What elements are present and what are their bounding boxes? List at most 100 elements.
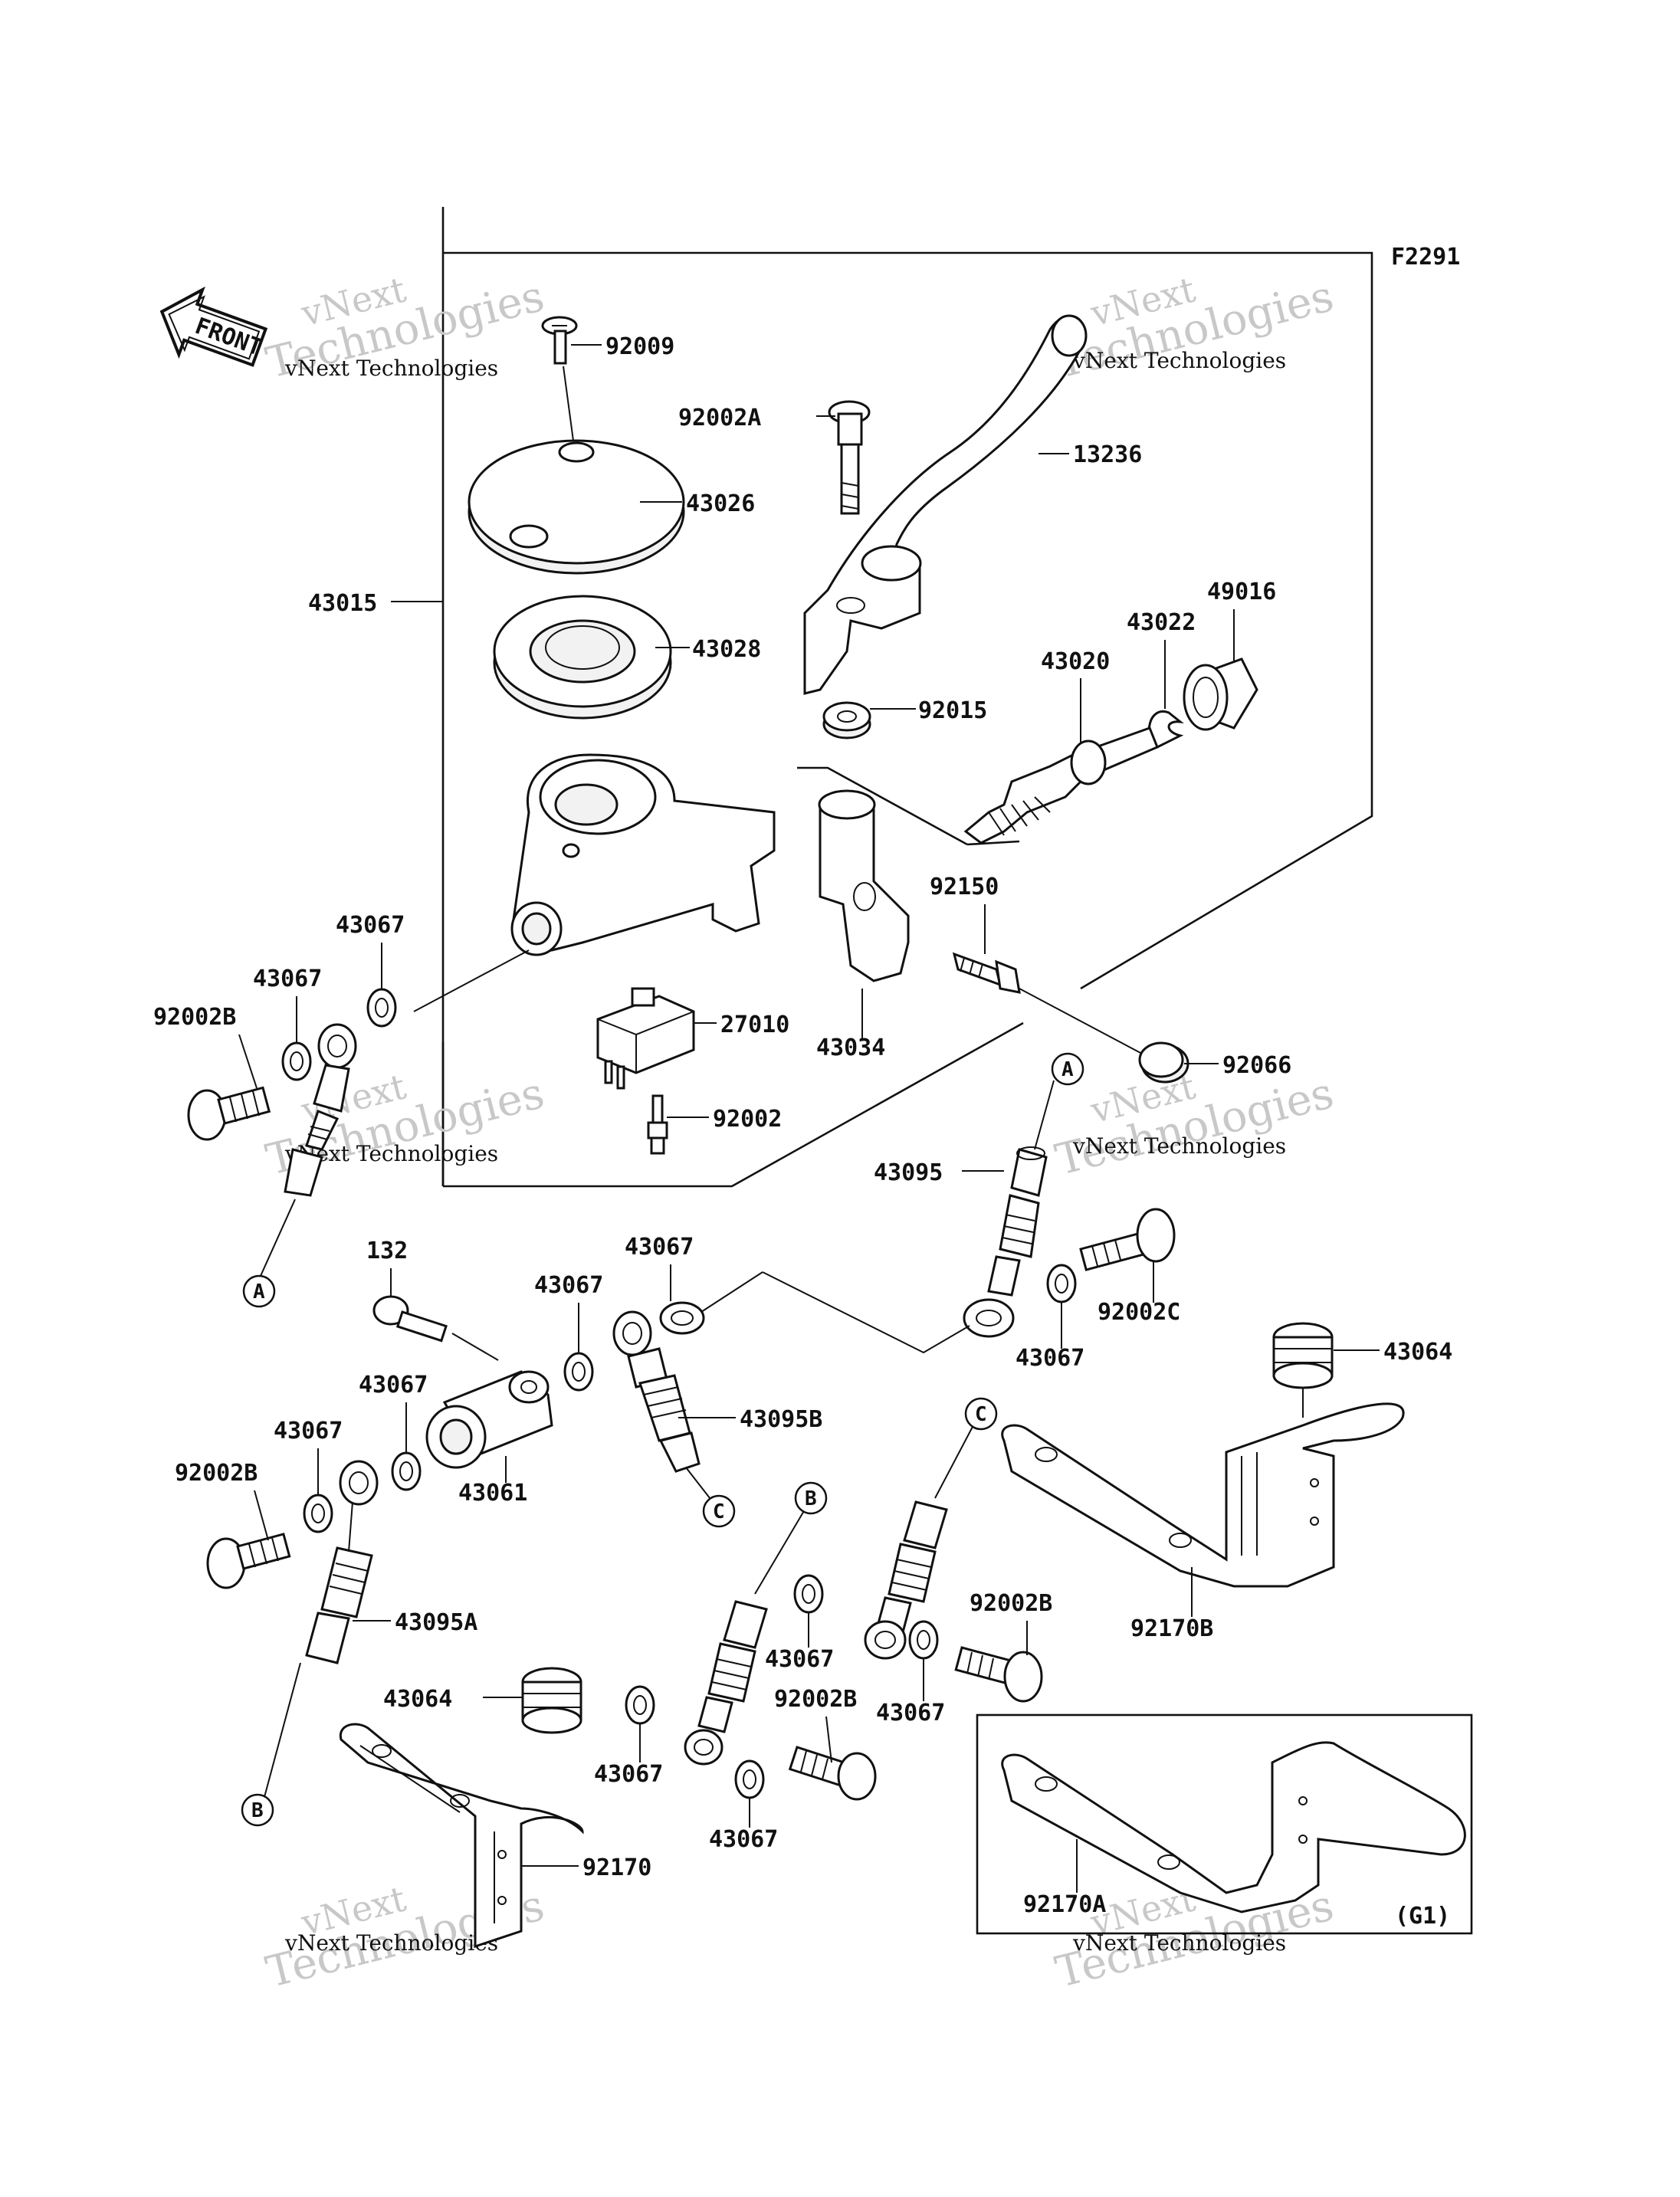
diaphragm-43028 [493, 595, 672, 720]
label-43015: 43015 [308, 590, 377, 617]
label-43067-k: 43067 [876, 1700, 945, 1726]
label-92170A: 92170A [1023, 1891, 1106, 1918]
bracket-92170B [1001, 1402, 1405, 1588]
washer-43067-right [1046, 1264, 1077, 1303]
hose-upper-left [260, 1023, 357, 1277]
callout-b-lower: B [241, 1793, 274, 1827]
bolt-92002B-lower-left [206, 1533, 291, 1589]
callout-c-right: C [964, 1397, 998, 1431]
svg-text:C: C [713, 1500, 725, 1523]
hose-43095A [264, 1460, 379, 1798]
hose-lower-b [684, 1509, 806, 1766]
washer-43067-upper-a [366, 988, 397, 1028]
svg-text:C: C [975, 1403, 987, 1426]
label-43067-c: 43067 [534, 1272, 603, 1299]
label-43067-i: 43067 [709, 1826, 778, 1853]
label-43064-b: 43064 [383, 1686, 452, 1713]
brake-lever-13236 [803, 314, 1088, 695]
label-92002A: 92002A [678, 405, 761, 431]
callout-a-upper: A [1051, 1052, 1084, 1086]
label-43034: 43034 [816, 1035, 885, 1061]
label-43067-j: 43067 [765, 1646, 834, 1673]
callout-b-mid: B [794, 1481, 828, 1515]
label-92170: 92170 [582, 1854, 651, 1881]
hose-43095 [963, 1080, 1055, 1338]
washer-43067-mid-a [563, 1352, 594, 1392]
holder-43034 [818, 789, 910, 982]
label-92009: 92009 [605, 333, 674, 360]
label-92002B-d: 92002B [970, 1590, 1052, 1617]
label-43022: 43022 [1127, 609, 1196, 636]
svg-text:B: B [805, 1487, 817, 1510]
svg-text:B: B [251, 1799, 264, 1822]
washer-43067-lower-a [391, 1451, 422, 1491]
washer-43067-low-1 [625, 1685, 655, 1725]
bolt-92002B-upper [187, 1086, 271, 1141]
watermark-credit-5: vNext Technologies [284, 1930, 498, 1956]
washer-43067-upper-b [281, 1041, 312, 1081]
master-cylinder-body [413, 753, 776, 1012]
screw-92002 [647, 1094, 668, 1155]
callout-c-mid: C [702, 1494, 736, 1528]
label-92015: 92015 [918, 697, 987, 724]
washer-43067-low-2 [793, 1574, 824, 1614]
leader-lines [238, 344, 1380, 1893]
label-92002B-c: 92002B [774, 1686, 857, 1713]
reservoir-cap-43026 [468, 439, 685, 575]
group-g1-label: (G1) [1395, 1903, 1450, 1930]
label-43026: 43026 [686, 490, 755, 517]
bolt-92002C [1079, 1208, 1176, 1271]
washer-43067-low-4 [908, 1620, 939, 1660]
watermark-credit-4: vNext Technologies [1072, 1133, 1286, 1159]
label-92002: 92002 [713, 1106, 782, 1133]
label-92170B: 92170B [1130, 1615, 1213, 1642]
nut-92015 [822, 701, 871, 739]
label-43067-g: 43067 [274, 1418, 343, 1444]
label-43061: 43061 [458, 1480, 527, 1507]
union-43061 [425, 1370, 553, 1469]
label-43067-b: 43067 [253, 966, 322, 992]
grommet-43064-lower [521, 1667, 582, 1734]
svg-text:A: A [1061, 1058, 1074, 1081]
label-92002B-a: 92002B [153, 1004, 236, 1031]
label-43067-d: 43067 [625, 1234, 694, 1261]
bolt-92002B-right [954, 1646, 1043, 1703]
hose-43095B [612, 1310, 714, 1503]
svg-text:A: A [253, 1280, 265, 1303]
watermark-4: vNext Technologies [1051, 1065, 1338, 1185]
washer-43067-lower-b [303, 1494, 333, 1533]
grommet-43064-upper [1272, 1322, 1334, 1418]
diagram-code: F2291 [1391, 244, 1460, 271]
bolt-92150 [952, 952, 1143, 1054]
screw-92009 [541, 316, 578, 453]
bolt-92002B-lower-mid [788, 1746, 877, 1801]
label-43095B: 43095B [740, 1406, 822, 1433]
group-g1-box: (G1) [976, 1713, 1473, 1935]
washer-43067-mid-b [659, 1301, 705, 1335]
hose-lower-c [864, 1425, 974, 1660]
label-49016: 49016 [1207, 579, 1276, 605]
label-92150: 92150 [930, 874, 999, 900]
label-43067-h: 43067 [594, 1761, 663, 1788]
label-92066: 92066 [1222, 1052, 1291, 1079]
label-43020: 43020 [1041, 648, 1110, 675]
label-43064-a: 43064 [1383, 1339, 1452, 1366]
label-132: 132 [366, 1238, 408, 1264]
label-43067-f: 43067 [359, 1372, 428, 1399]
switch-27010 [596, 987, 695, 1090]
label-43067-a: 43067 [336, 912, 405, 939]
pivot-bolt-92002A [828, 400, 871, 515]
label-27010: 27010 [720, 1012, 789, 1038]
bracket-92170A [1001, 1741, 1466, 1913]
part-labels: 92009 92002A 13236 43026 43015 43028 490… [153, 333, 1452, 1918]
assembly-frame [441, 207, 1373, 1188]
callout-a-lower: A [242, 1274, 276, 1308]
svg-text:Technologies: Technologies [1051, 1068, 1338, 1185]
label-43095A: 43095A [395, 1609, 477, 1636]
piston-assy-43020 [963, 726, 1159, 844]
label-43028: 43028 [692, 636, 761, 663]
label-13236: 13236 [1073, 441, 1142, 468]
watermark-credit-1: vNext Technologies [284, 356, 498, 381]
bolt-132 [372, 1295, 499, 1361]
